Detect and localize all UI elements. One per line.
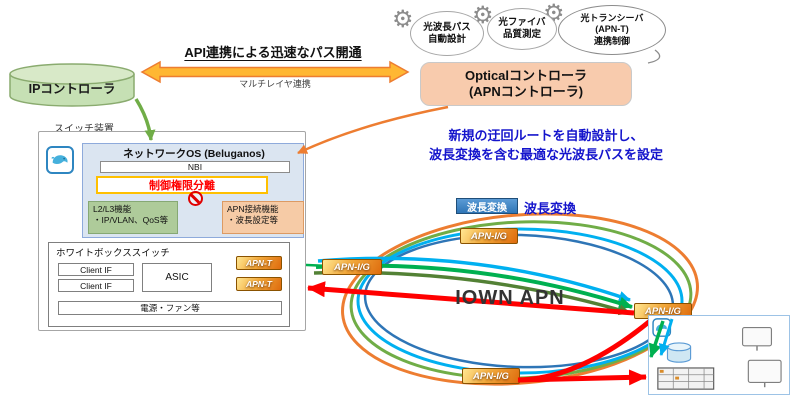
ip-controller-label: IPコントローラ [28, 82, 116, 96]
control-separation-box: 制御権限分離 [96, 176, 268, 194]
nbi-bar: NBI [100, 161, 290, 173]
ip-controller-cylinder [9, 63, 135, 107]
network-os-title: ネットワークOS (Beluganos) [123, 148, 265, 160]
wavelength-conversion-box: 波長変換 [456, 198, 518, 214]
cyan-arrow-to-datacenter [658, 318, 674, 356]
switch-device-caption: スイッチ装置 [54, 124, 114, 135]
api-link-title: API連携による迅速なパス開通 [184, 45, 362, 60]
red-arrow-to-datacenter [517, 369, 647, 386]
apn-t-module-2: APN-T [236, 277, 282, 291]
cyan-path-arrow [317, 256, 631, 302]
client-if-2: Client IF [58, 279, 134, 292]
apn-t-module-1: APN-T [236, 256, 282, 270]
green-arrow-to-datacenter [648, 320, 665, 358]
gear-icon: ⚙ [392, 6, 414, 33]
no-entry-icon [188, 191, 203, 206]
optical-to-nos-arrow [297, 105, 449, 155]
cloud-tail [647, 49, 661, 64]
optical-controller-box: Opticalコントローラ (APNコントローラ) [420, 62, 632, 106]
red-detour-arrow [307, 281, 635, 316]
edge-datacenter-box [648, 315, 790, 395]
ip-to-nos-arrow [134, 98, 156, 141]
beluganos-whale-icon [46, 146, 74, 174]
whitebox-switch-title: ホワイトボックススイッチ [56, 248, 170, 259]
server-chassis-icon [657, 367, 715, 390]
power-fan-box: 電源・ファン等 [58, 301, 282, 315]
detour-annotation: 新規の迂回ルートを自動設計し、 波長変換を含む最適な光波長パスを設定 [428, 128, 663, 162]
asic-box: ASIC [142, 263, 212, 292]
optical-controller-line1: Opticalコントローラ [464, 67, 588, 83]
apn-connect-function-box: APN接続機能 ・波長設定等 [222, 201, 304, 234]
client-if-1: Client IF [58, 263, 134, 276]
apn-ig-node-left: APN-I/G [322, 259, 382, 275]
wavelength-conversion-label: 波長変換 [524, 201, 577, 216]
iown-apn-title: IOWN APN [455, 287, 565, 309]
optical-controller-line2: (APNコントローラ) [468, 84, 584, 99]
apn-ig-node-top: APN-I/G [460, 228, 518, 244]
function-bubble-path-design: 光波長パス 自動設計 [410, 11, 484, 56]
client-terminal-icon [741, 326, 782, 388]
storage-cylinder-icon [666, 342, 692, 363]
apn-ig-node-bottom: APN-I/G [462, 368, 520, 384]
l2l3-function-box: L2/L3機能 ・IP/VLAN、QoS等 [88, 201, 178, 234]
function-bubble-fiber-quality: 光ファイバ 品質測定 [487, 8, 557, 50]
api-link-subtitle: マルチレイヤ連携 [239, 79, 311, 89]
datacenter-icons [652, 318, 782, 390]
function-cloud-transceiver: 光トランシーバ (APN-T) 連携制御 [558, 5, 666, 55]
api-double-arrow [140, 60, 410, 84]
